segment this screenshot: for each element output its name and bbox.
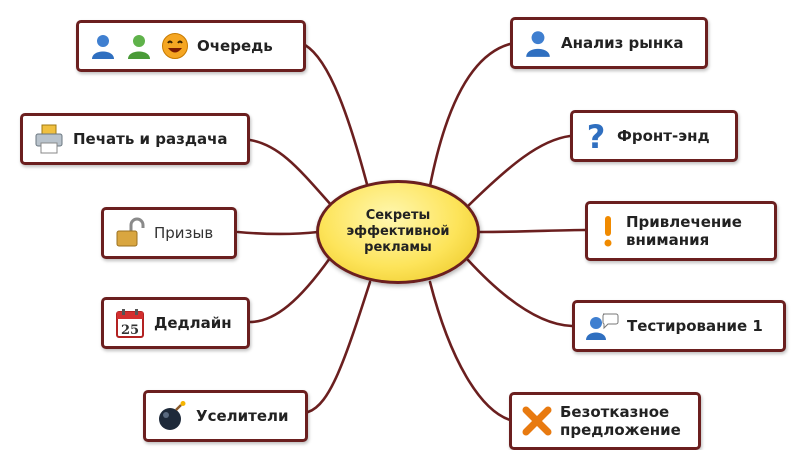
- printer-icon: [33, 123, 65, 155]
- connector-testing: [466, 258, 574, 328]
- connector-deadline: [248, 256, 332, 324]
- connector-call: [236, 230, 320, 236]
- bomb-icon: [156, 400, 188, 432]
- connector-frontend: [466, 134, 572, 208]
- node-boosters-label: Уселители: [196, 407, 289, 425]
- node-queue[interactable]: Очередь: [76, 20, 306, 72]
- connector-boosters: [306, 280, 372, 414]
- node-boosters[interactable]: Уселители: [143, 390, 308, 442]
- exclamation-mark-icon: [598, 214, 618, 248]
- connector-print: [248, 138, 334, 208]
- smiley-icon: [161, 32, 189, 60]
- unlocked-padlock-icon: [114, 217, 146, 249]
- node-print[interactable]: Печать и раздача: [20, 113, 250, 165]
- node-testing[interactable]: Тестирование 1: [572, 300, 786, 352]
- user-blue-icon: [523, 28, 553, 58]
- node-attention-label: Привлечение внимания: [626, 213, 742, 249]
- connector-offer: [428, 280, 512, 422]
- connector-market: [428, 42, 512, 188]
- user-green-icon: [125, 32, 153, 60]
- node-deadline-label: Дедлайн: [154, 314, 232, 332]
- node-offer[interactable]: Безотказное предложение: [509, 392, 701, 450]
- node-offer-label: Безотказное предложение: [560, 403, 681, 439]
- node-queue-label: Очередь: [197, 37, 273, 55]
- orange-x-icon: [522, 406, 552, 436]
- node-testing-label: Тестирование 1: [627, 317, 763, 335]
- svg-text:?: ?: [587, 120, 606, 152]
- node-frontend-label: Фронт-энд: [617, 127, 710, 145]
- connector-queue: [303, 43, 370, 190]
- node-print-label: Печать и раздача: [73, 130, 228, 148]
- connector-attention: [478, 228, 587, 234]
- node-market[interactable]: Анализ рынка: [510, 17, 708, 69]
- question-mark-icon: ?: [583, 120, 609, 152]
- node-attention[interactable]: Привлечение внимания: [585, 201, 777, 261]
- calendar-day: 25: [121, 323, 139, 338]
- node-market-label: Анализ рынка: [561, 34, 684, 52]
- node-frontend[interactable]: ? Фронт-энд: [570, 110, 738, 162]
- calendar-icon: 25: [114, 307, 146, 339]
- central-topic[interactable]: Секреты эффективной рекламы: [316, 180, 480, 284]
- user-blue-icon: [89, 32, 117, 60]
- node-deadline[interactable]: 25 Дедлайн: [101, 297, 250, 349]
- central-topic-label: Секреты эффективной рекламы: [346, 208, 450, 255]
- node-call-label: Призыв: [154, 224, 214, 242]
- user-speech-icon: [585, 311, 619, 341]
- node-call[interactable]: Призыв: [101, 207, 237, 259]
